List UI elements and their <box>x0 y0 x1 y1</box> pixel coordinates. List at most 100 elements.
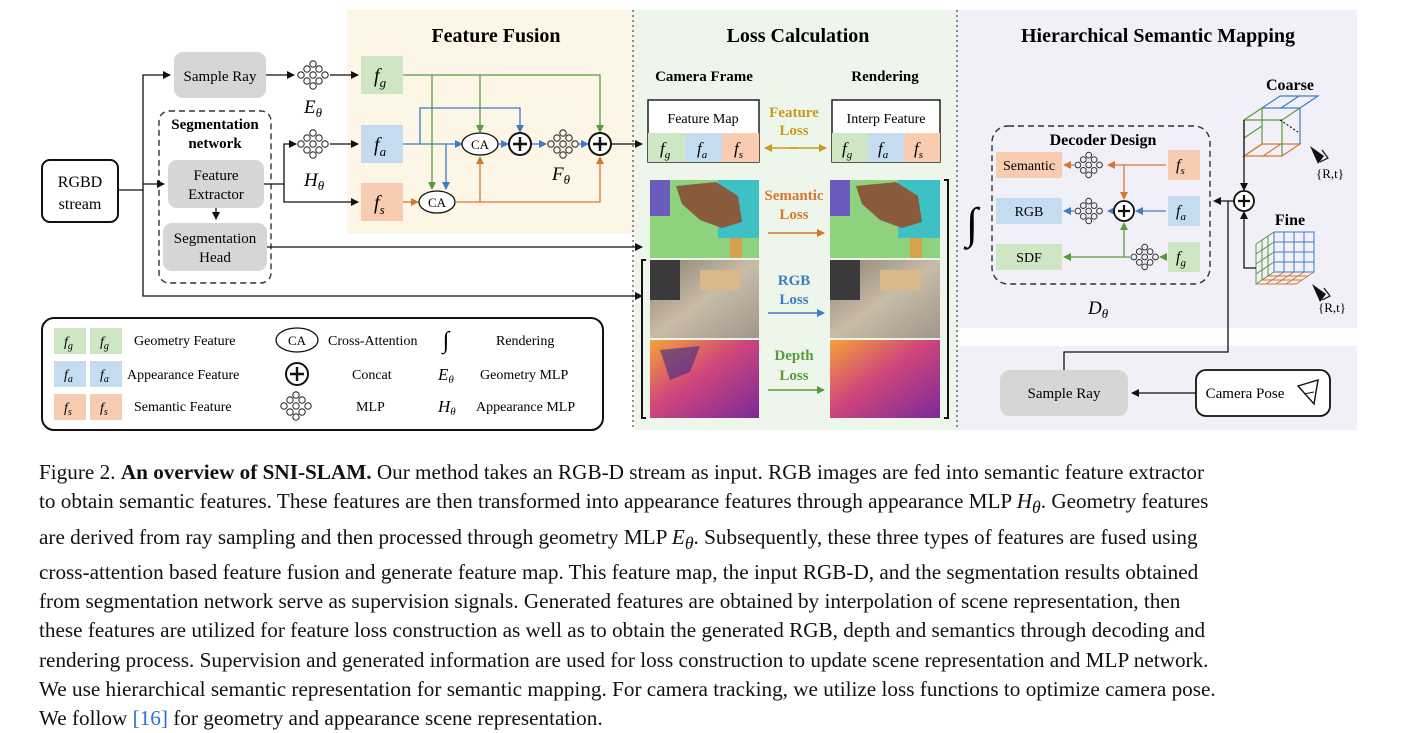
tracking-sample-ray-label: Sample Ray <box>1028 386 1101 402</box>
decoder-fa-box <box>1168 196 1200 226</box>
legend-fg: fg <box>64 335 73 352</box>
caption-line-5: from segmentation network serve as super… <box>39 589 1181 614</box>
ca-label-2: CA <box>428 195 447 210</box>
semantic-output-box <box>996 152 1062 178</box>
coarse-pose-label: {R,t} <box>1316 166 1344 181</box>
legend-fs-i: fs <box>100 401 108 418</box>
feature-loss-label-1: Feature <box>769 105 819 121</box>
caption-text-9a: We follow <box>39 706 128 731</box>
fine-pose-label: {R,t} <box>1318 300 1346 315</box>
caption-h-symbol: H <box>1016 489 1033 514</box>
fine-grid <box>1255 231 1315 285</box>
depth-loss-label-1: Depth <box>774 348 814 364</box>
caption-label: Figure 2. <box>39 460 116 484</box>
caption-text-2a: to obtain semantic features. These featu… <box>39 489 1012 514</box>
legend-mlp: MLP <box>356 400 385 415</box>
fusion-title: Feature Fusion <box>431 25 560 47</box>
segmentation-head-box <box>163 223 267 271</box>
loss-title: Loss Calculation <box>727 25 870 47</box>
tracking-sample-ray-box <box>1000 370 1128 416</box>
camera-frame-label: Camera Frame <box>655 69 753 85</box>
caption-citation-link[interactable]: [16] <box>132 706 168 731</box>
stream-label: stream <box>59 196 102 213</box>
legend-fs: fs <box>64 401 72 418</box>
caption-text-3a: are derived from ray sampling and then p… <box>39 524 667 549</box>
d-theta-label: Dθ <box>1087 298 1109 321</box>
camera-pose-icon <box>1296 379 1319 406</box>
legend-fa-i: fa <box>100 368 109 385</box>
semantic-output-label: Semantic <box>1003 159 1055 174</box>
caption-line-2: to obtain semantic features. These featu… <box>39 487 1359 522</box>
feature-extractor-label-1: Feature <box>194 168 239 184</box>
caption-line-3: are derived from ray sampling and then p… <box>39 523 1359 558</box>
legend-integral-icon: ∫ <box>441 328 451 355</box>
seg-head-label-2: Head <box>199 250 231 266</box>
camera-icon-fine <box>1312 284 1331 302</box>
interp-fs: fs <box>914 139 923 161</box>
overview-figure: Feature Fusion Loss Calculation Hierarch… <box>41 10 1357 431</box>
feature-map-label: Feature Map <box>667 112 738 127</box>
legend-concat: Concat <box>352 368 392 383</box>
caption-line-4: cross-attention based feature fusion and… <box>39 560 1199 585</box>
caption-text-9b: for geometry and appearance scene repres… <box>173 706 603 731</box>
legend-e-theta: Eθ <box>437 365 454 386</box>
interp-feature-label: Interp Feature <box>847 112 926 127</box>
feature-loss-label-2: Loss <box>779 123 808 139</box>
legend-cross-attention: Cross-Attention <box>328 334 417 349</box>
cross-attention-node-1 <box>461 132 499 156</box>
e-theta-label: Eθ <box>303 97 323 120</box>
legend-fg-i: fg <box>100 335 109 352</box>
depth-image-gt <box>650 340 759 418</box>
caption-e-symbol: E <box>671 524 685 549</box>
legend-geometry-feature: Geometry Feature <box>134 334 235 349</box>
fm-fs: fs <box>734 139 743 161</box>
decoder-fs-box <box>1168 150 1200 180</box>
f-theta-label: Fθ <box>551 164 571 187</box>
rgb-output-label: RGB <box>1015 205 1044 220</box>
semantic-image-rendered <box>830 180 940 258</box>
caption-e-sub: θ <box>684 532 694 553</box>
caption-line-6: these features are utilized for feature … <box>39 618 1206 643</box>
rgb-output-box <box>996 198 1062 224</box>
fm-fg: fg <box>660 139 671 161</box>
ca-label-1: CA <box>471 137 490 152</box>
caption-line-1: Figure 2. An overview of SNI-SLAM. Our m… <box>39 458 1359 487</box>
interp-fa: fa <box>878 139 889 161</box>
camera-pose-label: Camera Pose <box>1206 386 1285 402</box>
legend-rendering: Rendering <box>496 334 554 349</box>
sample-ray-box <box>174 52 266 98</box>
legend-h-theta: Hθ <box>437 397 456 418</box>
decoder-fs-label: fs <box>1176 157 1185 177</box>
legend-ca-text: CA <box>288 333 307 348</box>
decoder-fa-label: fa <box>1176 203 1186 223</box>
seg-network-label-2: network <box>188 136 242 152</box>
caption-text-3b: . Subsequently, these three types of fea… <box>693 524 1198 549</box>
depth-loss-label-2: Loss <box>779 368 808 384</box>
legend-fa: fa <box>64 368 73 385</box>
rgb-loss-label-1: RGB <box>778 273 811 289</box>
legend-ca-icon <box>275 327 319 353</box>
sample-ray-label: Sample Ray <box>184 69 257 85</box>
rendering-integral-symbol: ∫ <box>963 199 981 250</box>
fa-feature-box <box>361 125 403 163</box>
hierarchy-concat-icon <box>1233 190 1255 212</box>
caption-line-7: rendering process. Supervision and gener… <box>39 647 1209 672</box>
h-theta-label: Hθ <box>303 170 325 193</box>
pipeline-diagram: Feature Fusion Loss Calculation Hierarch… <box>41 10 1357 431</box>
concat-icon-2 <box>588 132 612 156</box>
coarse-label: Coarse <box>1266 77 1314 94</box>
rgbd-stream-box <box>41 159 119 223</box>
rgb-image-gt <box>650 260 759 338</box>
feature-extractor-label-2: Extractor <box>188 187 244 203</box>
camera-icon-coarse <box>1310 146 1329 164</box>
e-theta-mlp-icon <box>297 60 329 90</box>
legend-appearance-mlp: Appearance MLP <box>476 400 575 415</box>
seg-network-label-1: Segmentation <box>171 117 259 133</box>
caption-line-8: We use hierarchical semantic representat… <box>39 676 1216 701</box>
caption-text-2b: . Geometry features <box>1040 489 1209 514</box>
coarse-grid <box>1242 95 1320 158</box>
concat-icon-1 <box>508 132 532 156</box>
fm-fa: fa <box>697 139 708 161</box>
decoder-concat-icon <box>1113 200 1135 222</box>
seg-head-label-1: Segmentation <box>174 231 257 247</box>
